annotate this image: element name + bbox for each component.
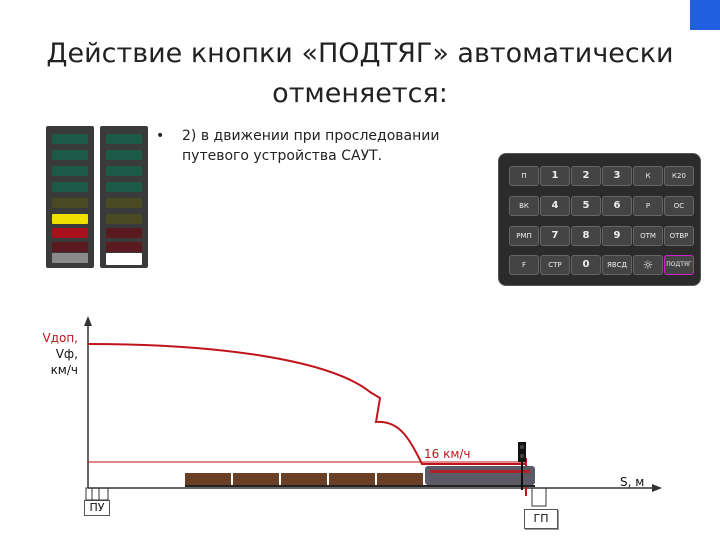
signal-lamp [520,445,524,449]
y-axis-arrow [84,316,92,326]
wagon [281,473,327,485]
x-axis-arrow [652,484,662,492]
wagon [233,473,279,485]
wagon [329,473,375,485]
start-post [86,488,108,500]
braking-curve [88,344,526,464]
end-post [532,488,546,506]
locomotive-stripe [430,470,530,473]
wagon [185,473,231,485]
freight-train [185,466,535,486]
wagon [377,473,423,485]
signal-lamp [520,454,524,458]
locomotive [425,466,535,485]
